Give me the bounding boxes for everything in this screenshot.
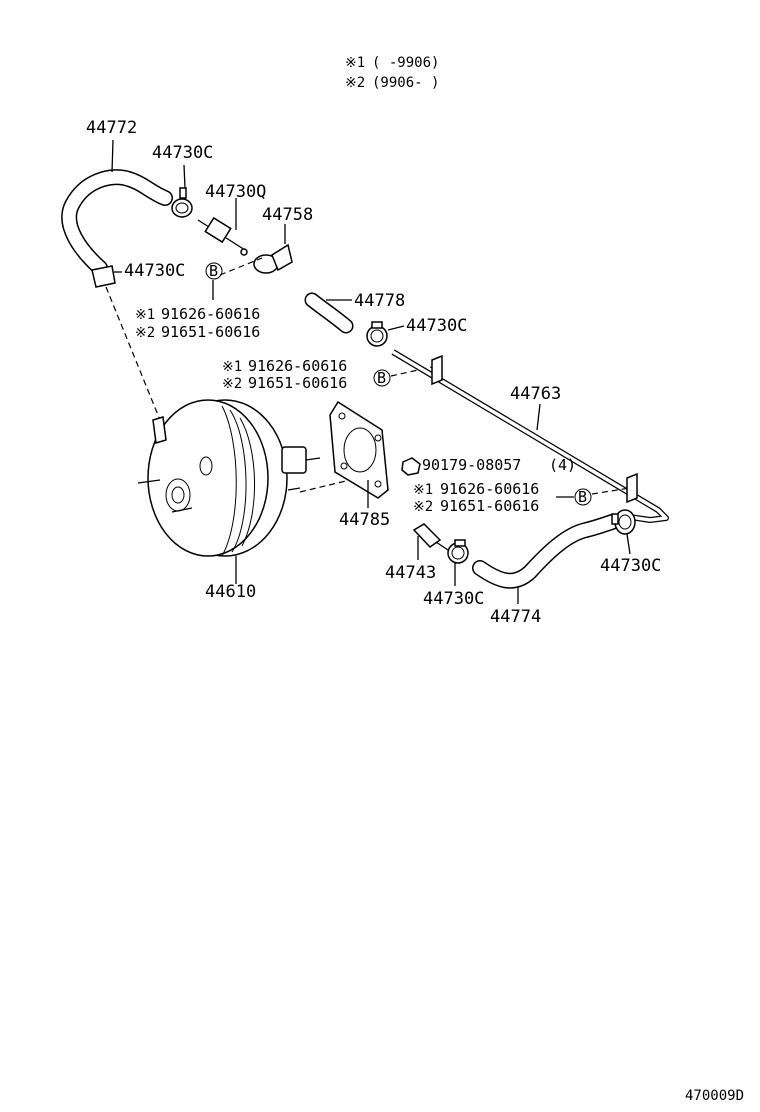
part-label-44774: 44774 [490, 607, 541, 627]
part-label-91651-right: 91651-60616 [440, 497, 539, 515]
part-label-44763: 44763 [510, 384, 561, 404]
circle-b-label-right: B [578, 488, 587, 506]
hose-clamp-44730c-left [91, 265, 116, 288]
circle-b-icon-mid [373, 369, 391, 387]
part-label-91626-left: 91626-60616 [161, 305, 260, 323]
leader-44763 [536, 403, 541, 431]
dash-b-mid [390, 365, 437, 377]
part-label-44743: 44743 [385, 563, 436, 583]
note-mark-2-mid: ※2 [222, 376, 242, 392]
circle-b-icon-right [574, 488, 592, 506]
vacuum-hose-44772 [61, 169, 173, 276]
hose-clamp-44730c-mid [366, 321, 388, 347]
circle-b-icon [205, 262, 223, 280]
part-label-44730c-left: 44730C [124, 261, 185, 281]
dash-clamp-to-booster [105, 286, 161, 421]
part-label-44730c-right: 44730C [600, 556, 661, 576]
part-label-44730c-bottom: 44730C [423, 589, 484, 609]
note-mark-2-right: ※2 [413, 499, 433, 515]
part-label-91651-mid: 91651-60616 [248, 374, 347, 392]
nut-90179 [401, 457, 421, 476]
part-label-91626-mid: 91626-60616 [248, 357, 347, 375]
dash-booster-to-gasket [299, 479, 351, 493]
diagram-code: 470009D [685, 1088, 744, 1104]
part-label-44758: 44758 [262, 205, 313, 225]
part-label-44730c-top: 44730C [152, 143, 213, 163]
part-label-44785: 44785 [339, 510, 390, 530]
note-mark-1-right: ※1 [413, 482, 433, 498]
part-label-44772: 44772 [86, 118, 137, 138]
legend: ※1 ( -9906) ※2 (9906- ) [345, 55, 439, 91]
brake-booster-44610 [137, 399, 321, 557]
union-44743 [412, 523, 449, 551]
check-valve-44730q [197, 216, 248, 256]
vacuum-hose-44774 [472, 514, 620, 589]
legend-note1-range: ( -9906) [372, 55, 439, 71]
note-mark-2-left: ※2 [135, 325, 155, 341]
vacuum-hose-44778 [304, 292, 354, 334]
part-label-44730c-mid: 44730C [406, 316, 467, 336]
note-mark-1-mid: ※1 [222, 359, 242, 375]
gasket-44785 [329, 400, 389, 499]
dash-b-to-44758 [219, 257, 263, 276]
part-label-90179: 90179-08057 [422, 456, 521, 474]
part-label-91626-right: 91626-60616 [440, 480, 539, 498]
hose-clamp-44730c-bottom [447, 539, 469, 564]
legend-note2-range: (9906- ) [372, 75, 439, 91]
legend-note2-mark: ※2 [345, 75, 365, 91]
part-label-44610: 44610 [205, 582, 256, 602]
part-label-44778: 44778 [354, 291, 405, 311]
note-mark-1-left: ※1 [135, 307, 155, 323]
leader-44730c-top [183, 164, 186, 189]
clamp-44758 [253, 243, 293, 274]
circle-b-label: B [209, 262, 218, 280]
dash-b-right [591, 487, 631, 495]
part-qty-90179: (4) [549, 456, 576, 474]
hose-clamp-44730c-right [611, 509, 636, 535]
leader-44772 [111, 139, 114, 173]
leader-44730c-mid [387, 325, 405, 331]
hose-clamp-44730c-top [171, 187, 193, 218]
part-label-44730q: 44730Q [205, 182, 266, 202]
vacuum-pipe-44763 [391, 349, 669, 523]
circle-b-label-mid: B [377, 369, 386, 387]
legend-note1-mark: ※1 [345, 55, 365, 71]
part-label-91651-left: 91651-60616 [161, 323, 260, 341]
leader-44730c-right [626, 533, 631, 555]
